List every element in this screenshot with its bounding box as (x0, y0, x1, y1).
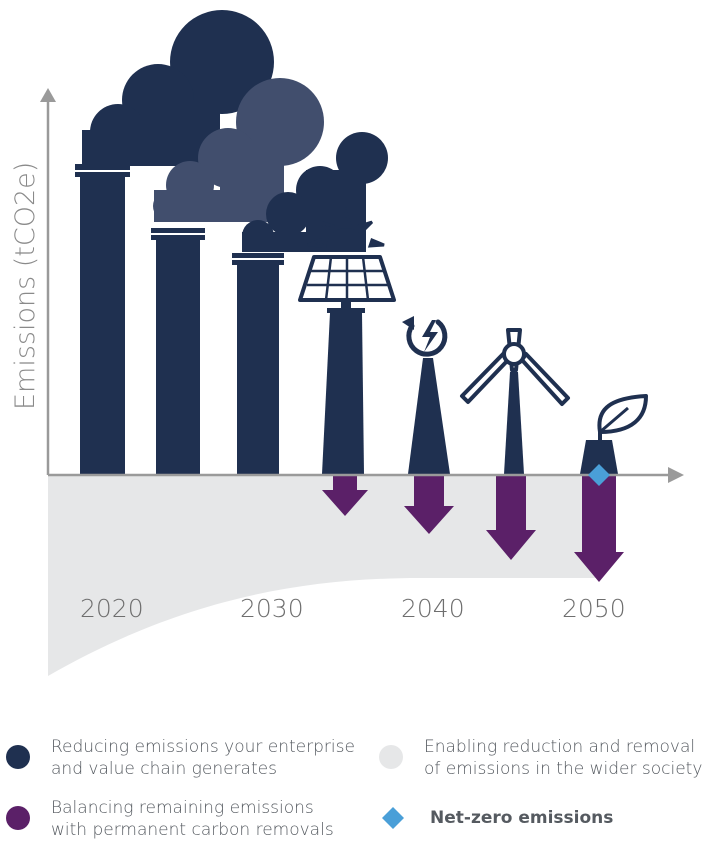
solar-panel-icon (298, 207, 396, 308)
net-zero-pathway-diagram: Emissions (tCO2e) 2020 2030 2040 2050 (10, 10, 684, 676)
chimney-2040 (408, 358, 450, 474)
x-axis-arrow-icon (668, 467, 684, 483)
legend-swatch-balancing (6, 806, 30, 830)
year-label-2030: 2030 (240, 594, 304, 623)
legend-text-reducing-line2: and value chain generates (51, 759, 277, 779)
enabling-region (48, 475, 598, 676)
year-label-2040: 2040 (401, 594, 465, 623)
chimney-2050 (580, 440, 618, 474)
legend-swatch-enabling (379, 745, 403, 769)
diamond-icon (382, 807, 404, 829)
down-arrow-icon (574, 476, 624, 582)
y-axis-arrow-icon (40, 88, 56, 102)
chimney-2025 (151, 228, 205, 474)
down-arrow-icon (404, 476, 454, 534)
chimney-2020 (75, 164, 130, 474)
legend-swatch-reducing (6, 745, 30, 769)
year-label-2050: 2050 (562, 594, 626, 623)
chimney-2035 (322, 308, 365, 474)
legend-text-enabling-line1: Enabling reduction and removal (424, 737, 696, 757)
chimney-2030 (232, 253, 284, 474)
leaf-icon (597, 394, 648, 440)
renewable-energy-icon (402, 316, 448, 357)
legend-text-balancing-line2: with permanent carbon removals (51, 820, 334, 840)
net-zero-diamond-icon (588, 464, 610, 486)
down-arrow-icon (486, 476, 536, 560)
chimney-smoke-icon (153, 78, 324, 222)
year-label-2020: 2020 (80, 594, 144, 623)
legend-text-balancing-line1: Balancing remaining emissions (51, 798, 314, 818)
wind-turbine-icon (460, 328, 570, 406)
legend-text-net-zero: Net-zero emissions (430, 808, 614, 828)
legend-text-enabling-line2: of emissions in the wider society (424, 759, 703, 779)
y-axis-label: Emissions (tCO2e) (10, 162, 41, 410)
chimney-2045 (504, 372, 524, 474)
legend: Reducing emissions your enterprise and v… (0, 728, 717, 842)
down-arrow-icon (322, 476, 368, 516)
legend-text-reducing-line1: Reducing emissions your enterprise (51, 737, 355, 757)
